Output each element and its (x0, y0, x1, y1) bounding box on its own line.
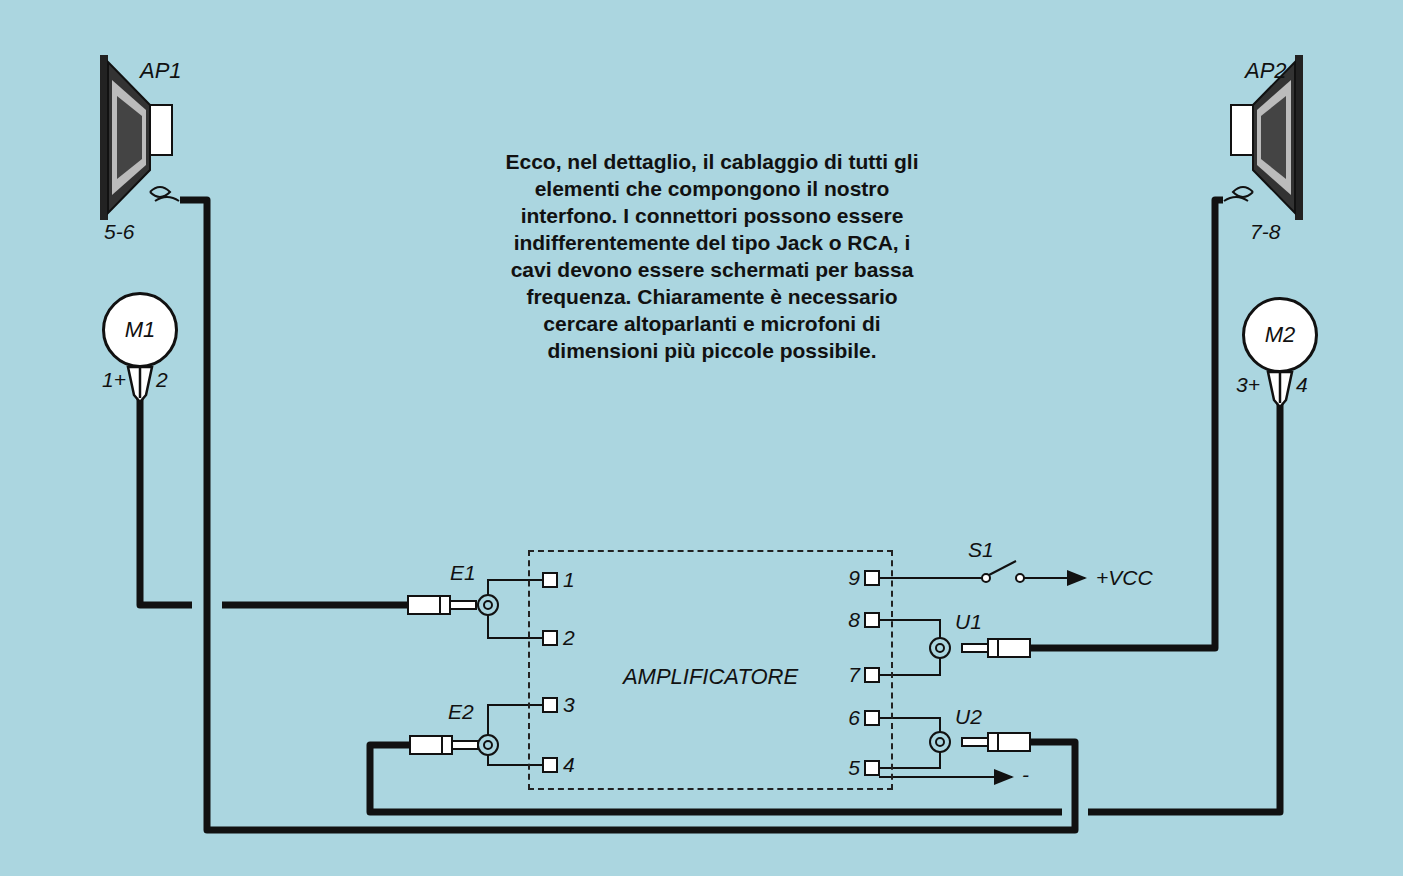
microphone-circle: M1 (102, 292, 178, 368)
plug-symbol (408, 596, 476, 614)
terminal-label: S1 (968, 538, 994, 562)
terminal-label: +VCC (1096, 566, 1153, 590)
terminal-label: 3 (563, 693, 575, 717)
terminal-label: 9 (848, 566, 860, 590)
terminal-label: 4 (1296, 373, 1308, 397)
speaker-symbol (1224, 55, 1303, 220)
terminal-label: 2 (156, 368, 168, 392)
shielded-cable (370, 373, 1280, 812)
jack-wiring (478, 580, 950, 768)
terminal-label: 8 (848, 608, 860, 632)
terminal-label: 6 (848, 706, 860, 730)
switch-symbol (879, 561, 1085, 777)
cable-segment (1088, 373, 1280, 812)
speaker: AP2 (1223, 55, 1303, 220)
cable-segment (222, 602, 408, 609)
shielded-cable (893, 200, 1223, 648)
amplifier-box: AMPLIFICATORE (528, 550, 893, 790)
plug-symbol (962, 733, 1030, 751)
node-label: AMPLIFICATORE (530, 664, 891, 690)
terminal-label: 3+ (1236, 373, 1260, 397)
terminal-label: 1+ (102, 368, 126, 392)
cable-segment (140, 368, 192, 605)
speaker: AP1 (100, 55, 180, 220)
cable-segment (893, 620, 940, 638)
shielded-cable (140, 368, 528, 605)
terminal-label: E1 (450, 561, 476, 585)
terminal-label: 5-6 (104, 220, 134, 244)
terminal-label: 7-8 (1250, 220, 1280, 244)
terminal-label: E2 (448, 700, 474, 724)
plug-symbol (962, 639, 1030, 657)
terminal-label: 5 (848, 756, 860, 780)
terminal-label: U2 (955, 705, 982, 729)
node-label: M2 (1265, 322, 1296, 348)
cable-segment (370, 745, 1062, 812)
microphone-circle: M2 (1242, 297, 1318, 373)
terminal-label: U1 (955, 610, 982, 634)
cable-segment (893, 718, 940, 732)
cable-segment (1030, 200, 1223, 648)
terminal-label: 7 (848, 663, 860, 687)
node-label: AP1 (140, 59, 182, 83)
terminal-label: 2 (563, 626, 575, 650)
terminal-label: 1 (563, 568, 575, 592)
caption-text: Ecco, nel dettaglio, il cablaggio di tut… (492, 148, 932, 364)
node-label: M1 (125, 317, 156, 343)
terminal-label: 4 (563, 753, 575, 777)
microphone-stem (128, 367, 1292, 407)
plug-symbol (410, 736, 478, 754)
terminal-label: - (1022, 763, 1029, 787)
node-label: AP2 (1245, 59, 1287, 83)
